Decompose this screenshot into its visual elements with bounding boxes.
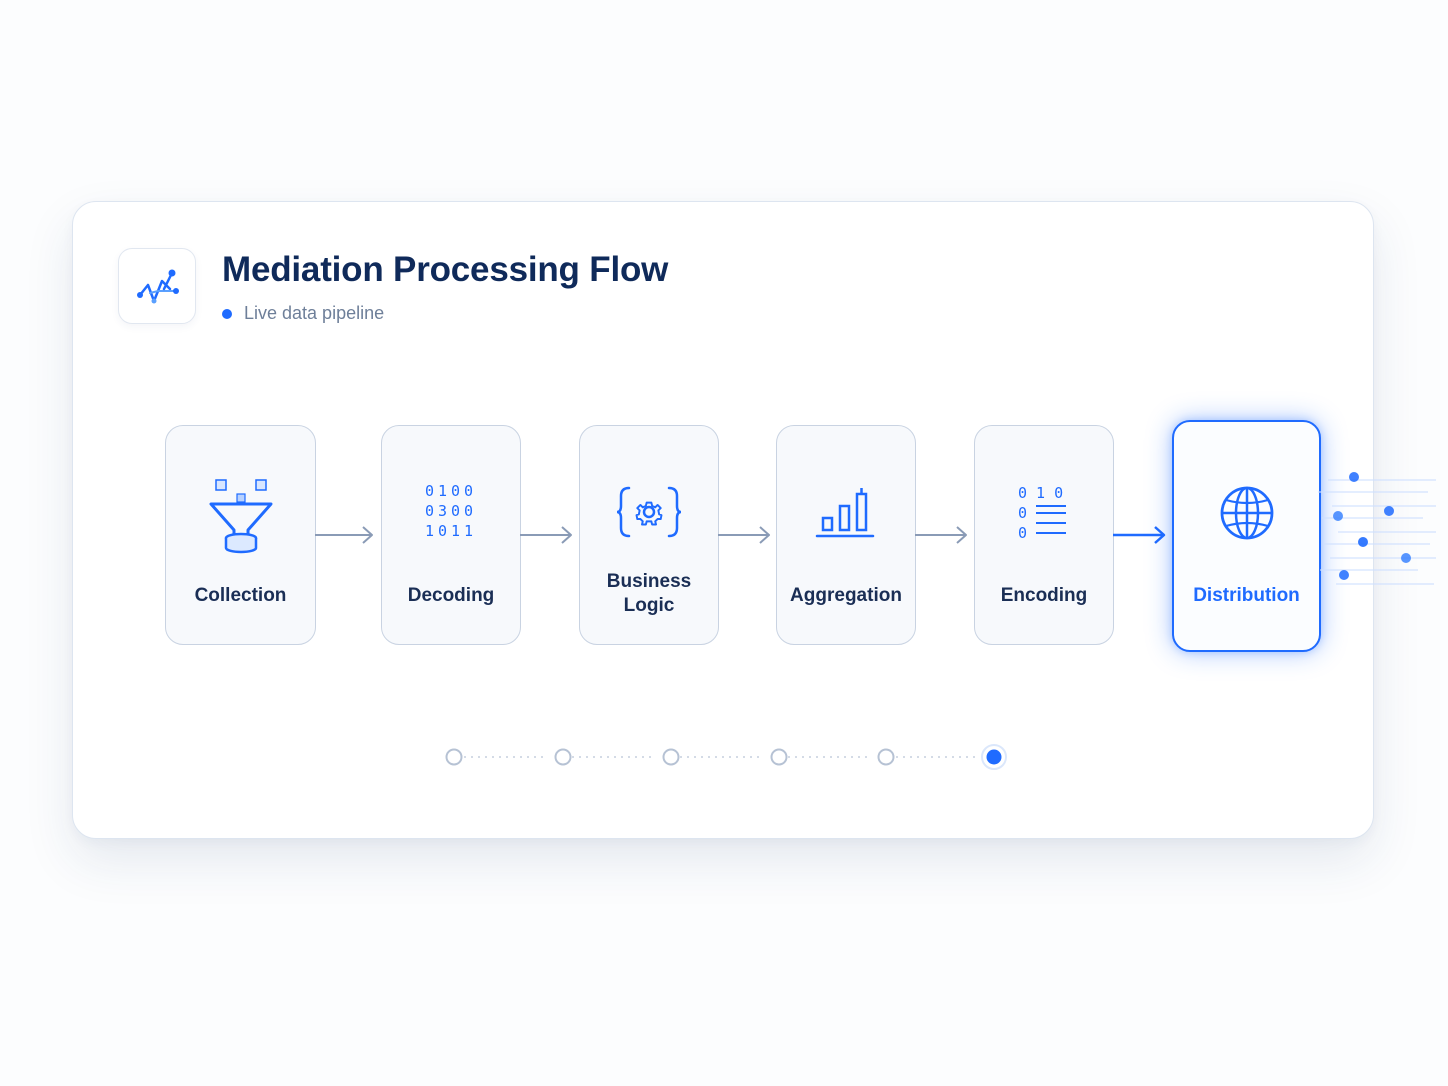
stage-label-text: Business Logic <box>606 571 692 616</box>
binary-row: 0 <box>1018 504 1027 522</box>
step-dot-active-fill <box>986 749 1002 765</box>
step-dot[interactable] <box>770 748 788 766</box>
stage-label: Aggregation <box>790 585 902 606</box>
stage-label: Distribution <box>1193 585 1300 606</box>
data-stream-particles <box>1318 472 1436 585</box>
stage-label: Encoding <box>1000 585 1088 606</box>
gear-braces-icon <box>617 486 681 538</box>
stage-label: Business Logic <box>580 570 718 618</box>
stage-encoding[interactable]: 0 1 0 0 0 Encoding <box>974 425 1114 645</box>
step-dot[interactable] <box>877 748 895 766</box>
arrow-right-icon <box>718 526 770 544</box>
binary-icon: 0100 0300 1011 <box>425 482 477 540</box>
page-title: Mediation Processing Flow <box>222 250 669 289</box>
status-text: Live data pipeline <box>244 303 385 323</box>
funnel-icon <box>209 479 272 554</box>
status-line: Live data pipeline <box>222 303 384 324</box>
bar-chart-icon <box>815 488 875 538</box>
stage-distribution[interactable]: Distribution <box>1172 420 1321 652</box>
binary-row: 1011 <box>425 522 477 540</box>
step-dot[interactable] <box>662 748 680 766</box>
stage-decoding[interactable]: 0100 0300 1011 Decoding <box>381 425 521 645</box>
arrow-right-icon <box>315 526 373 544</box>
stage-label: Collection <box>194 585 287 606</box>
stage-collection[interactable]: Collection <box>165 425 316 645</box>
step-dot[interactable] <box>445 748 463 766</box>
binary-row: 0300 <box>425 502 477 520</box>
live-indicator-dot <box>222 308 232 319</box>
binary-row: 0 <box>1018 524 1027 542</box>
stage-aggregation[interactable]: Aggregation <box>776 425 916 645</box>
stage-label: Decoding <box>407 585 495 606</box>
globe-icon <box>1220 486 1273 540</box>
arrow-right-icon <box>915 526 967 544</box>
analytics-graph-icon <box>137 269 179 304</box>
binary-row: 0 1 0 <box>1018 484 1063 502</box>
stage-business-logic[interactable]: Business Logic <box>579 425 719 645</box>
encoded-list-icon: 0 1 0 0 0 <box>1018 484 1066 542</box>
app-logo <box>118 248 196 324</box>
progress-stepper <box>445 744 1007 770</box>
arrow-right-icon <box>520 526 572 544</box>
binary-row: 0100 <box>425 482 477 500</box>
step-dot[interactable] <box>554 748 572 766</box>
arrow-right-icon <box>1113 526 1166 544</box>
